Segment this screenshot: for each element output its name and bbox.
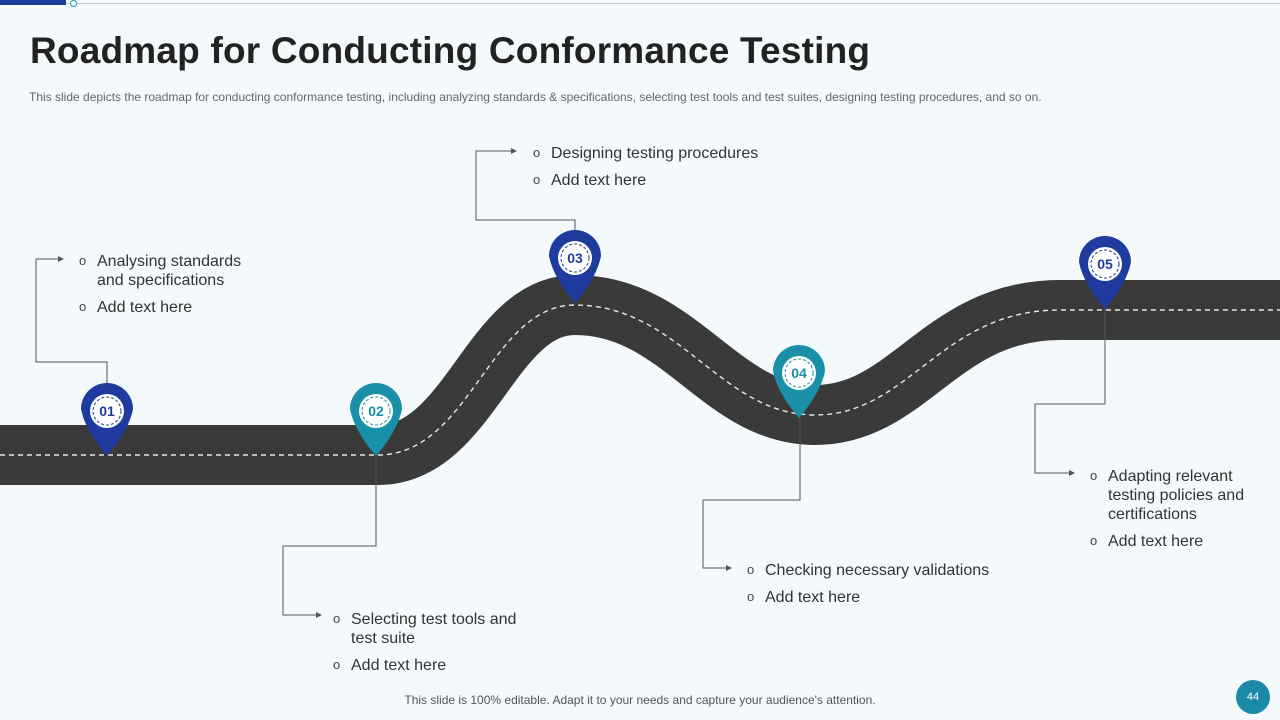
top-accent-bar: [0, 0, 66, 5]
bullet-icon: o: [79, 299, 87, 314]
point-text: Add text here: [97, 299, 193, 316]
milestone-05-point-1: o Adapting relevant testing policies and…: [1090, 467, 1280, 524]
point-text: Add text here: [765, 589, 861, 606]
pin-01-inner: [90, 394, 124, 428]
connector-05: [1034, 270, 1106, 474]
road-surface: [0, 275, 1280, 485]
bullet-icon: o: [533, 172, 541, 187]
arrow-01: [58, 256, 64, 262]
pin-04-dashed-ring: [784, 358, 814, 388]
pin-01-number: 01: [99, 403, 115, 419]
pin-05-number: 05: [1097, 256, 1113, 272]
pin-04[interactable]: 04: [773, 345, 825, 418]
pin-03-inner: [558, 241, 592, 275]
point-text: Add text here: [551, 172, 647, 189]
milestone-03-point-1: o Designing testing procedures: [533, 144, 811, 163]
page-number-badge: 44: [1236, 680, 1270, 714]
milestone-04-point-2: o Add text here: [747, 588, 1045, 607]
slide-title: Roadmap for Conducting Conformance Testi…: [30, 30, 871, 71]
pin-02-dashed-ring: [361, 396, 391, 426]
pin-01-dashed-ring: [92, 396, 122, 426]
bullet-icon: o: [79, 253, 87, 268]
arrow-02: [316, 612, 322, 618]
milestone-02-point-2: o Add text here: [333, 656, 571, 675]
slide-subtitle: This slide depicts the roadmap for condu…: [29, 90, 1042, 104]
milestone-01-point-1: o Analysing standards and specifications: [79, 252, 297, 290]
milestone-04-point-1: o Checking necessary validations: [747, 561, 1045, 580]
arrow-05: [1069, 470, 1075, 476]
pin-03-number: 03: [567, 250, 583, 266]
bullet-icon: o: [533, 145, 541, 160]
point-text: Add text here: [351, 657, 447, 674]
milestone-pins: 01 02 03 04 05: [81, 230, 1131, 456]
connector-01: [35, 258, 108, 412]
pin-05-inner: [1088, 247, 1122, 281]
pin-04-number: 04: [791, 365, 807, 381]
pin-04-inner: [782, 356, 816, 390]
arrow-03: [511, 148, 517, 154]
bullet-icon: o: [333, 657, 341, 672]
pin-03-dashed-ring: [560, 243, 590, 273]
pin-02-inner: [359, 394, 393, 428]
bullet-icon: o: [333, 611, 341, 626]
point-text: Analysing standards and specifications: [97, 253, 242, 289]
point-text: Selecting test tools and test suite: [351, 611, 517, 647]
pin-03[interactable]: 03: [549, 230, 601, 303]
pin-01[interactable]: 01: [81, 383, 133, 456]
slide-footer: This slide is 100% editable. Adapt it to…: [404, 693, 876, 707]
point-text: Designing testing procedures: [551, 145, 759, 162]
top-rule: [66, 3, 1280, 4]
milestone-02-point-1: o Selecting test tools and test suite: [333, 610, 571, 648]
connector-arrows: [58, 148, 1075, 618]
road-center-line: [0, 304, 1280, 456]
pin-02-number: 02: [368, 403, 384, 419]
milestone-01-point-2: o Add text here: [79, 298, 297, 317]
milestone-05-point-2: o Add text here: [1090, 532, 1280, 551]
point-text: Add text here: [1108, 533, 1204, 550]
pin-02[interactable]: 02: [350, 383, 402, 456]
bullet-icon: o: [1090, 468, 1098, 483]
pin-05[interactable]: 05: [1079, 236, 1131, 309]
point-text: Adapting relevant testing policies and c…: [1108, 468, 1245, 523]
road: [0, 275, 1280, 485]
connector-02: [282, 420, 377, 616]
bullet-icon: o: [1090, 533, 1098, 548]
bullet-icon: o: [747, 562, 755, 577]
bullet-icon: o: [747, 589, 755, 604]
point-text: Checking necessary validations: [765, 562, 990, 579]
arrow-04: [726, 565, 732, 571]
connector-04: [702, 380, 801, 569]
pin-05-dashed-ring: [1090, 249, 1120, 279]
top-rule-dot: [70, 0, 77, 7]
milestone-03-point-2: o Add text here: [533, 171, 811, 190]
